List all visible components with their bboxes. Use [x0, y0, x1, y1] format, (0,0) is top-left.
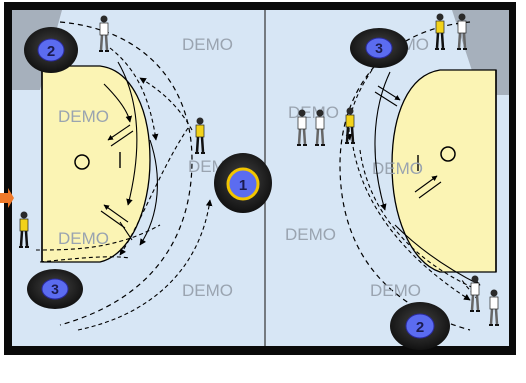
- badge-2-bottom-right-number: 2: [416, 319, 424, 336]
- watermark-9: DEMO: [285, 225, 336, 244]
- referee-left-goal-line-referee-figure-icon: [19, 211, 29, 248]
- referee-center-right-referee-figure-icon: [345, 107, 355, 144]
- move-line-left-8: [35, 224, 161, 251]
- move-line-left-2: [117, 61, 138, 206]
- badge-1-center-number: 1: [239, 177, 247, 194]
- player-top-left-player-figure-icon: [99, 15, 109, 52]
- player-bottom-right-2-player-figure-icon: [489, 289, 499, 326]
- referee-center-left-referee-figure-icon: [195, 117, 205, 154]
- watermark-2: DEMO: [58, 107, 109, 126]
- move-line-right-1: [345, 69, 373, 141]
- move-line-left-6: [77, 199, 213, 331]
- badge-1-center: 1: [214, 153, 272, 213]
- left-goal-area: [41, 65, 151, 263]
- left-free-throw-line: [59, 21, 193, 326]
- badge-3-top-right-number: 3: [375, 40, 383, 56]
- double-arrow-right-a1: [377, 85, 401, 101]
- referee-top-right-referee-figure-icon: [435, 13, 445, 50]
- double-arrow-left-b2: [100, 210, 126, 229]
- watermark-4: DEMO: [58, 229, 109, 248]
- move-line-left-4: [139, 139, 158, 246]
- badge-2-top-left: 2: [24, 27, 78, 73]
- double-arrow-left-b1: [103, 204, 129, 223]
- watermark-10: DEMO: [370, 281, 421, 300]
- badge-3-top-right: 3: [350, 28, 408, 68]
- badge-2-bottom-right: 2: [390, 302, 450, 350]
- watermark-7: DEMO: [288, 103, 339, 122]
- watermark-5: DEMO: [182, 281, 233, 300]
- player-center-1-player-figure-icon: [297, 109, 307, 146]
- move-line-left-3: [119, 127, 189, 256]
- watermark-8: DEMO: [372, 159, 423, 178]
- badge-3-bottom-left-number: 3: [51, 281, 59, 297]
- double-arrow-left-a1: [107, 124, 131, 141]
- double-arrow-right-a2: [374, 91, 398, 107]
- double-arrow-left-c: [119, 221, 133, 241]
- player-top-right-player-figure-icon: [457, 13, 467, 50]
- double-arrow-right-b2: [418, 181, 442, 199]
- move-line-right-4: [359, 149, 479, 291]
- player-bottom-right-1-player-figure-icon: [470, 275, 480, 312]
- move-line-right-3: [351, 139, 471, 301]
- double-arrow-right-b1: [414, 175, 438, 193]
- left-goal-circle: [74, 154, 90, 170]
- move-line-left-5: [139, 77, 193, 131]
- watermark-1: DEMO: [182, 35, 233, 54]
- arrow-pointer-icon: [0, 188, 14, 208]
- double-arrow-left-a2: [110, 130, 134, 147]
- move-line-right-2: [374, 71, 391, 211]
- move-line-left-1: [109, 47, 159, 141]
- badge-3-bottom-left: 3: [27, 269, 83, 309]
- badge-2-top-left-number: 2: [47, 43, 55, 60]
- right-goal-circle: [440, 146, 456, 162]
- right-goal-area: [391, 69, 497, 273]
- move-line-left-7: [39, 256, 131, 263]
- move-line-right-5: [394, 224, 481, 286]
- player-center-2-player-figure-icon: [315, 109, 325, 146]
- move-line-left-9: [103, 83, 133, 123]
